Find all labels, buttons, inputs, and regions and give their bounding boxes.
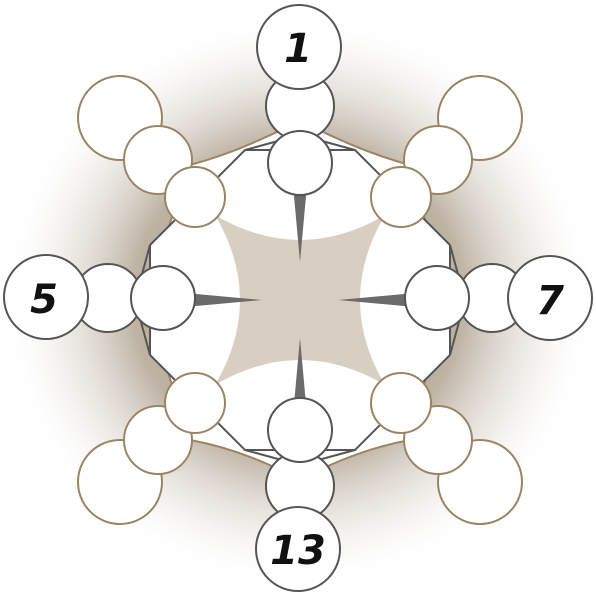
- cell-top-left-inner[interactable]: [164, 166, 226, 228]
- arm-bottom-left: [77, 372, 226, 525]
- cell-bottom-left-inner[interactable]: [164, 372, 226, 434]
- center-wedges: [185, 185, 415, 415]
- clue-left-circle[interactable]: [3, 254, 89, 340]
- arm-bottom: [265, 397, 335, 521]
- clue-right-label: 7: [536, 278, 564, 324]
- clue-bottom: 13: [255, 506, 341, 592]
- cell-bottom-inner[interactable]: [267, 397, 333, 463]
- clue-top: 1: [256, 4, 342, 90]
- arm-top-left: [77, 75, 226, 228]
- arm-top: [265, 71, 335, 196]
- cell-top-inner[interactable]: [267, 130, 333, 196]
- clue-bottom-label: 13: [270, 528, 326, 574]
- cell-top-right-inner[interactable]: [370, 166, 432, 228]
- arm-top-right: [370, 75, 523, 228]
- clue-left-label: 5: [30, 277, 58, 323]
- clue-top-circle[interactable]: [256, 4, 342, 90]
- clue-bottom-circle[interactable]: [255, 506, 341, 592]
- arm-bottom-right: [370, 372, 523, 525]
- clue-left: 5: [3, 254, 89, 340]
- arm-left: [73, 263, 196, 333]
- clue-right: 7: [507, 255, 593, 341]
- clue-right-circle[interactable]: [507, 255, 593, 341]
- cell-right-inner[interactable]: [404, 265, 470, 331]
- clue-top-label: 1: [284, 26, 312, 72]
- cell-bottom-right-inner[interactable]: [370, 372, 432, 434]
- center-star: [215, 215, 385, 385]
- cell-left-inner[interactable]: [130, 265, 196, 331]
